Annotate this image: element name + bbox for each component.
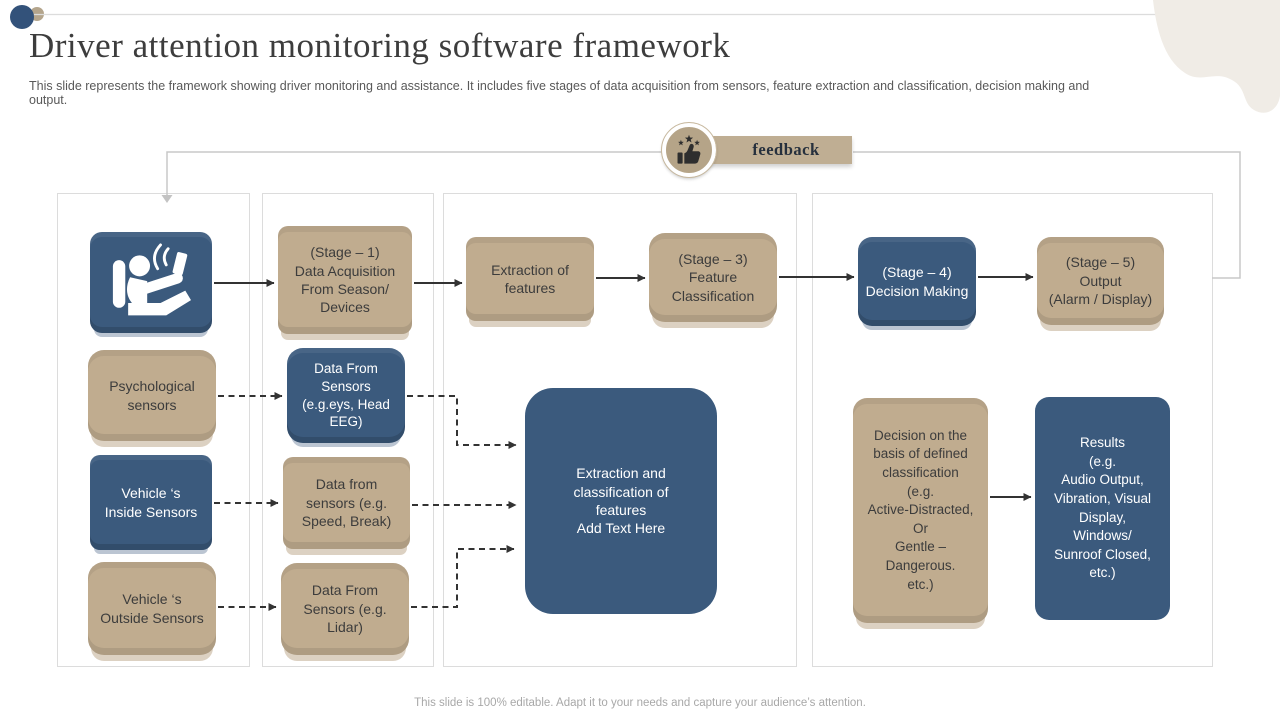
decision-basis-box: Decision on the basis of defined classif… bbox=[853, 398, 988, 623]
stage4-box: (Stage – 4) Decision Making bbox=[858, 237, 976, 326]
results-box: Results (e.g. Audio Output, Vibration, V… bbox=[1035, 397, 1170, 620]
psychological-sensors-box: Psychological sensors bbox=[88, 350, 216, 441]
thumbs-up-stars-icon bbox=[672, 132, 706, 168]
vehicle-outside-sensors-box: Vehicle ‘s Outside Sensors bbox=[88, 562, 216, 655]
footer-note: This slide is 100% editable. Adapt it to… bbox=[414, 697, 866, 709]
extraction-of-features-box: Extraction of features bbox=[466, 237, 594, 321]
stage1-box: (Stage – 1) Data Acquisition From Season… bbox=[278, 226, 412, 334]
corner-blob-decoration bbox=[1153, 0, 1280, 113]
slide-subtitle: This slide represents the framework show… bbox=[29, 79, 1090, 107]
page-title: Driver attention monitoring software fra… bbox=[29, 26, 731, 65]
extraction-classification-box: Extraction and classification of feature… bbox=[525, 388, 717, 614]
container-sensing bbox=[57, 193, 250, 667]
data-from-sensors-eeg-box: Data From Sensors (e.g.eys, Head EEG) bbox=[287, 348, 405, 443]
decorative-navy-circle bbox=[10, 5, 34, 29]
feedback-banner: feedback bbox=[700, 136, 852, 164]
driver-monitoring-shape bbox=[90, 232, 212, 333]
distracted-driver-with-phone-icon bbox=[103, 221, 199, 343]
feedback-badge bbox=[661, 122, 717, 178]
data-from-sensors-speed-box: Data from sensors (e.g. Speed, Break) bbox=[283, 457, 410, 549]
stage5-box: (Stage – 5) Output (Alarm / Display) bbox=[1037, 237, 1164, 325]
vehicle-inside-sensors-box: Vehicle ‘s Inside Sensors bbox=[90, 455, 212, 550]
data-from-sensors-lidar-box: Data From Sensors (e.g. Lidar) bbox=[281, 563, 409, 655]
stage3-box: (Stage – 3) Feature Classification bbox=[649, 233, 777, 322]
feedback-loop-left bbox=[166, 151, 662, 196]
